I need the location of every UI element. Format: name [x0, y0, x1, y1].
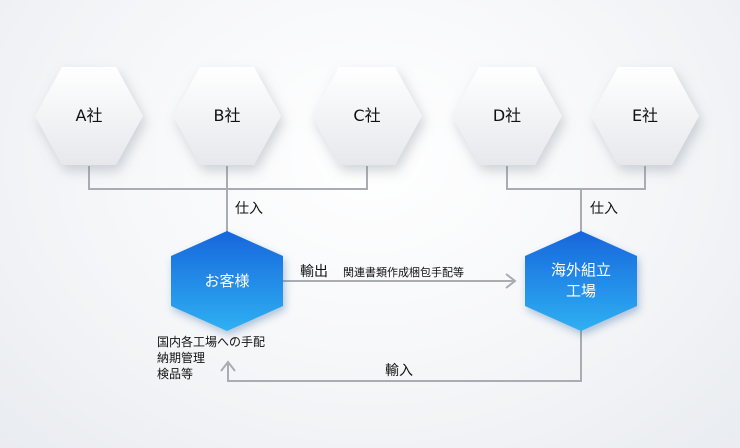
customer-task-list: 国内各工場への手配 納期管理 検品等	[157, 334, 265, 382]
hex-c	[312, 67, 422, 165]
supplier-label-a: A社	[75, 106, 103, 125]
export-arrowhead	[505, 273, 517, 289]
hex-d	[452, 67, 562, 165]
customer-task-item: 検品等	[157, 367, 194, 381]
hex-e	[591, 67, 699, 165]
factory-label-line2: 工場	[565, 282, 596, 300]
hex-factory	[525, 231, 637, 331]
supplier-label-d: D社	[492, 106, 522, 125]
export-docs-label: 関連書類作成梱包手配等	[343, 266, 464, 279]
supplier-hexes	[35, 67, 699, 165]
hub-hexes	[171, 231, 637, 331]
supplier-label-b: B社	[213, 106, 241, 125]
hex-a	[35, 67, 143, 165]
hex-customer	[171, 231, 283, 331]
supplier-label-e: E社	[631, 106, 659, 125]
customer-task-item: 国内各工場への手配	[157, 335, 266, 349]
customer-label: お客様	[204, 272, 250, 290]
import-arrowhead	[220, 360, 236, 372]
factory-label: 海外組立 工場	[525, 260, 637, 302]
connectors	[88, 166, 646, 382]
customer-task-item: 納期管理	[157, 351, 206, 365]
purchase-label-right: 仕入	[590, 201, 618, 217]
hex-b	[173, 67, 281, 165]
export-label: 輸出	[300, 264, 328, 280]
purchase-label-left: 仕入	[235, 201, 263, 217]
connector-suppliers-right	[506, 166, 646, 190]
import-label: 輸入	[385, 363, 413, 379]
supplier-label-c: C社	[353, 106, 381, 125]
import-path	[227, 330, 582, 382]
factory-label-line1: 海外組立	[550, 261, 611, 279]
